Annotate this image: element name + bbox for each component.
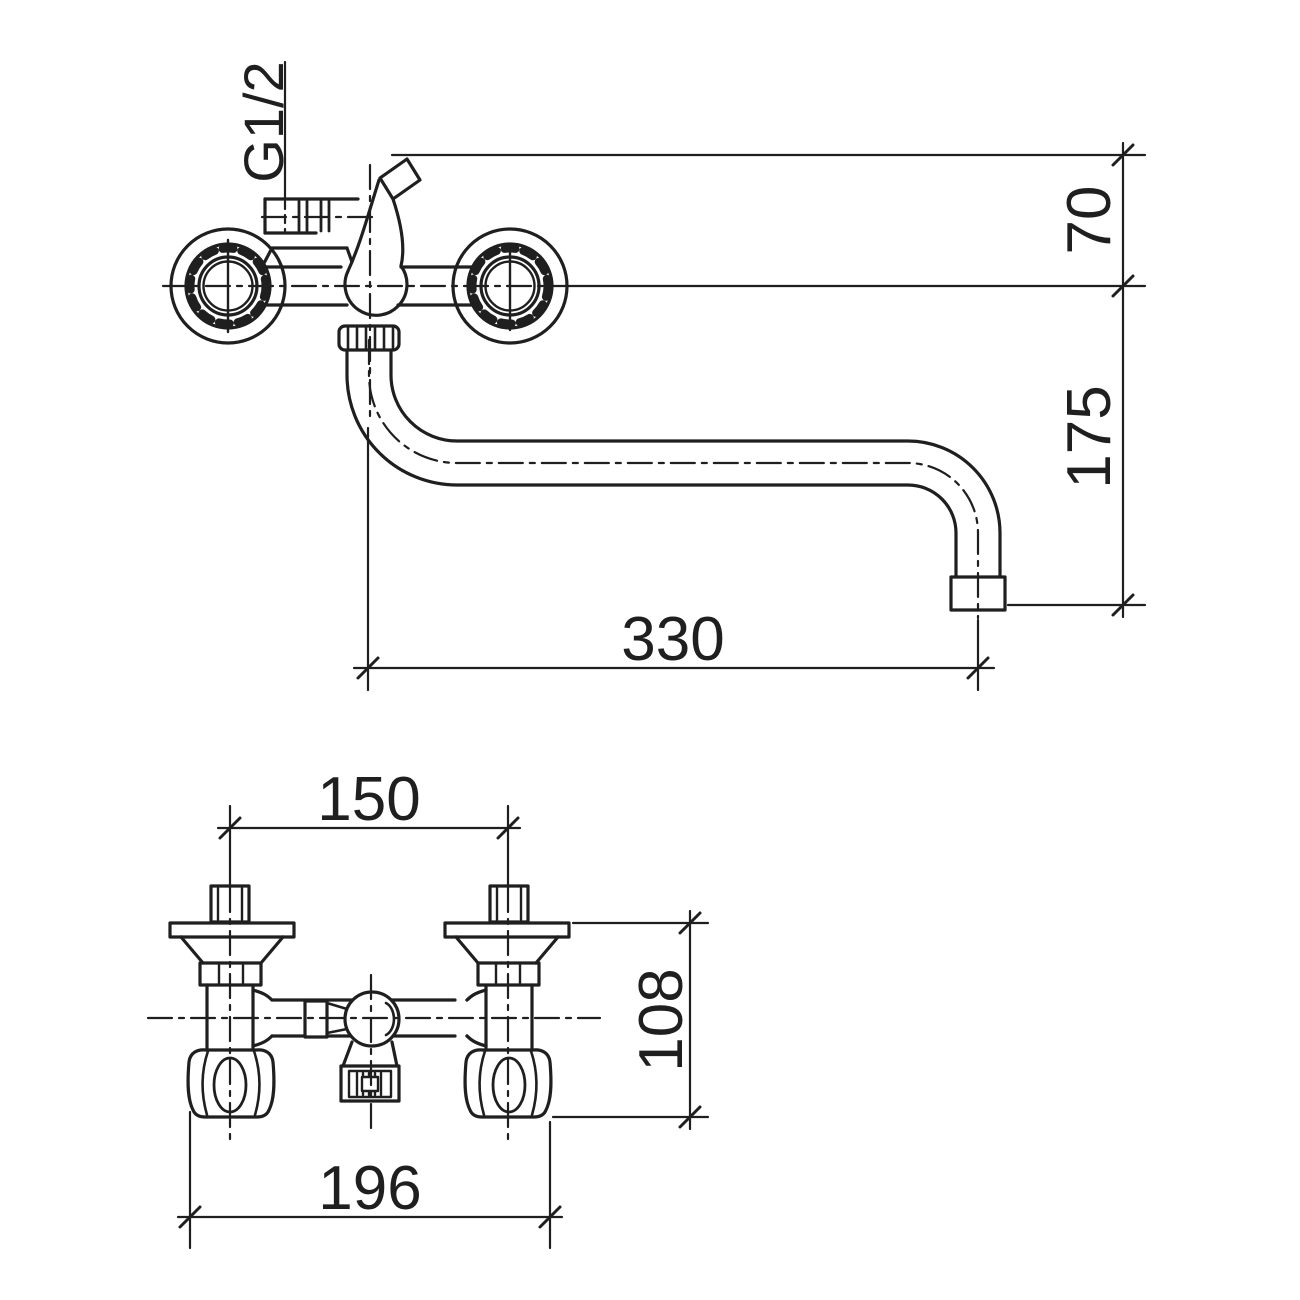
dim-330-label: 330 [621,605,724,674]
drawing-content: G1/2 70 175 [146,60,1147,1250]
escutcheon-flange [168,921,296,965]
body-bulb [343,264,409,317]
thread-size-label: G1/2 [232,61,295,182]
dimension-150: 150 [216,765,522,890]
front-view-centerlines [146,886,602,1142]
side-view: G1/2 70 175 [161,60,1147,692]
dimension-196: 196 [176,1110,564,1250]
thread-callout: G1/2 [232,60,295,234]
dimension-330: 330 [352,426,996,692]
dimension-70: 70 [390,141,1147,288]
diverter-knob [378,157,422,201]
dim-108-label: 108 [627,968,696,1071]
dim-196-label: 196 [318,1154,421,1223]
dimension-175: 175 [1006,274,1147,619]
dim-70-label: 70 [1055,186,1124,255]
front-view: 150 108 196 [146,765,710,1250]
side-view-centerlines [161,163,1147,620]
dimension-108: 108 [551,909,710,1131]
dim-150-label: 150 [317,765,420,834]
dim-175-label: 175 [1055,385,1124,488]
